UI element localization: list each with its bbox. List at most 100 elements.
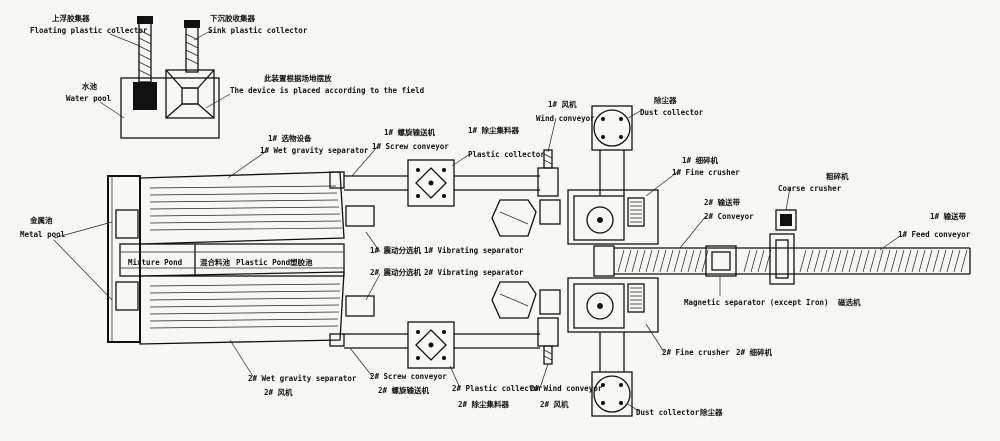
dust-collector-1-en: Dust collector — [640, 108, 704, 117]
floating-collector-box — [133, 82, 157, 110]
conveyor-hatch — [701, 249, 709, 273]
vibrating-separator-1 — [491, 199, 537, 237]
feed-conveyor-en: 1# Feed conveyor — [898, 230, 971, 239]
fine-crusher-2-drawing — [567, 277, 659, 333]
conveyor-hatch — [799, 249, 807, 273]
conveyor-hatch — [806, 249, 814, 273]
mixture-pond-label: Mixture Pond — [128, 258, 183, 267]
wet-separator-2-en: 2# Wet gravity separator — [248, 374, 357, 383]
magnetic-separator-cn: 磁选机 — [838, 298, 861, 307]
conveyor-hatch — [918, 249, 926, 273]
conveyor-hatch — [624, 249, 632, 273]
conveyor-hatch — [813, 249, 821, 273]
conveyor-hatch — [764, 249, 772, 273]
conveyor-hatch — [883, 249, 891, 273]
vibrating-separator-2-en: 2# Vibrating separator — [424, 268, 524, 277]
vibrating-separator-1-cn: 1# 震动分选机 — [370, 246, 422, 255]
plastic-collector-1-en: Plastic collector — [468, 150, 545, 159]
conveyor-hatch — [953, 249, 961, 273]
vibrating-separator-1-en: 1# Vibrating separator — [424, 246, 524, 255]
plastic-collector-1-drawing — [491, 149, 561, 237]
plastic-collector-1-cn: 1# 除尘集料器 — [468, 126, 520, 135]
floating-collector-en: Floating plastic collector — [30, 26, 148, 35]
conveyor-hatch — [932, 249, 940, 273]
water-pool-cn: 水池 — [82, 82, 97, 91]
fine-crusher-1-drawing — [567, 189, 659, 245]
field-note-cn: 此装置根据场地摆放 — [264, 74, 332, 83]
fine-crusher-1-cn: 1# 细碎机 — [682, 156, 719, 165]
conveyor-hatch — [890, 249, 898, 273]
conveyor-hatch — [911, 249, 919, 273]
field-note-en: The device is placed according to the fi… — [230, 86, 425, 95]
magnetic-separator-en: Magnetic separator (except Iron) — [684, 298, 829, 307]
feed-conveyor-cn: 1# 输送带 — [930, 212, 967, 221]
coarse-crusher-cn: 粗碎机 — [826, 172, 849, 181]
conveyor-hatch — [694, 249, 702, 273]
coarse-crusher-en: Coarse crusher — [778, 184, 842, 193]
conveyor-hatch — [834, 249, 842, 273]
conveyor-2-cn: 2# 输送带 — [704, 198, 741, 207]
conveyor-hatch — [925, 249, 933, 273]
water-pool-en: Water pool — [66, 94, 112, 103]
wind-conveyor-2-cn: 2# 风机 — [540, 400, 569, 409]
conveyor-hatch — [904, 249, 912, 273]
conveyor-hatch — [855, 249, 863, 273]
sink-screw — [185, 25, 199, 73]
conveyor-hatch — [617, 249, 625, 273]
conveyor-hatch — [757, 249, 765, 273]
ponds-strip — [119, 243, 345, 277]
plastic-collector-2-drawing — [491, 281, 561, 365]
vibrating-separator-2-cn: 2# 震动分选机 — [370, 268, 422, 277]
conveyor-hatch — [862, 249, 870, 273]
fine-crusher-2-en: 2# Fine crusher — [662, 348, 730, 357]
conveyor-hatch — [638, 249, 646, 273]
screw-conveyor-1-en: 1# Screw conveyor — [372, 142, 449, 151]
plastic-pond-cn: 塑胶池 — [290, 258, 313, 267]
dust-collector-1-cn: 除尘器 — [654, 96, 677, 105]
separator-2-body — [139, 271, 345, 345]
conveyor-hatch — [659, 249, 667, 273]
conveyor-hatch — [939, 249, 947, 273]
screw-conveyor-2-cn: 2# 螺旋输送机 — [378, 386, 430, 395]
fine-crusher-2-cn: 2# 细碎机 — [736, 348, 773, 357]
main-conveyor-drawing — [593, 209, 971, 285]
vibrating-separator-2 — [491, 281, 537, 319]
conveyor-hatch — [750, 249, 758, 273]
dust-collector-1-drawing — [591, 105, 633, 196]
wet-separator-1-en: 1# Wet gravity separator — [260, 146, 369, 155]
metal-pool-cn: 金属池 — [30, 216, 53, 225]
metal-pool-en: Metal pool — [20, 230, 66, 239]
separator-1-body — [139, 171, 345, 245]
dust-collector-2-cn: 除尘器 — [700, 408, 723, 417]
conveyor-hatch — [631, 249, 639, 273]
conveyor-hatch — [848, 249, 856, 273]
fine-crusher-1-en: 1# Fine crusher — [672, 168, 740, 177]
conveyor-hatch — [645, 249, 653, 273]
dust-collector-2-en: Dust collector — [636, 408, 700, 417]
plastic-collector-2-en: 2# Plastic collector — [452, 384, 543, 393]
fan-1-cn: 1# 风机 — [548, 100, 577, 109]
screw-conveyor-2-drawing — [344, 321, 540, 369]
magnetic-separator-box — [705, 245, 737, 277]
conveyor-hatch — [946, 249, 954, 273]
conveyor-hatch — [680, 249, 688, 273]
conveyor-hatch — [743, 249, 751, 273]
conveyor-hatch — [960, 249, 968, 273]
plastic-pond-label: Plastic Pond — [236, 258, 291, 267]
fan-2-bottom-cn: 2# 风机 — [264, 388, 293, 397]
coarse-crusher-box — [769, 233, 795, 285]
screw-conveyor-2-en: 2# Screw conveyor — [370, 372, 447, 381]
screw-conveyor-1-drawing — [344, 159, 540, 207]
dust-collector-2-drawing — [591, 332, 633, 417]
water-pool-inset — [120, 16, 220, 139]
sink-collector-en: Sink plastic collector — [208, 26, 308, 35]
floating-collector-cn: 上浮胶集器 — [52, 14, 90, 23]
conveyor-2-en: 2# Conveyor — [704, 212, 754, 221]
conveyor-hatch — [869, 249, 877, 273]
conveyor-hatch — [673, 249, 681, 273]
conveyor-hatch — [820, 249, 828, 273]
conveyor-hatch — [897, 249, 905, 273]
screw-conveyor-1-cn: 1# 螺旋输送机 — [384, 128, 436, 137]
